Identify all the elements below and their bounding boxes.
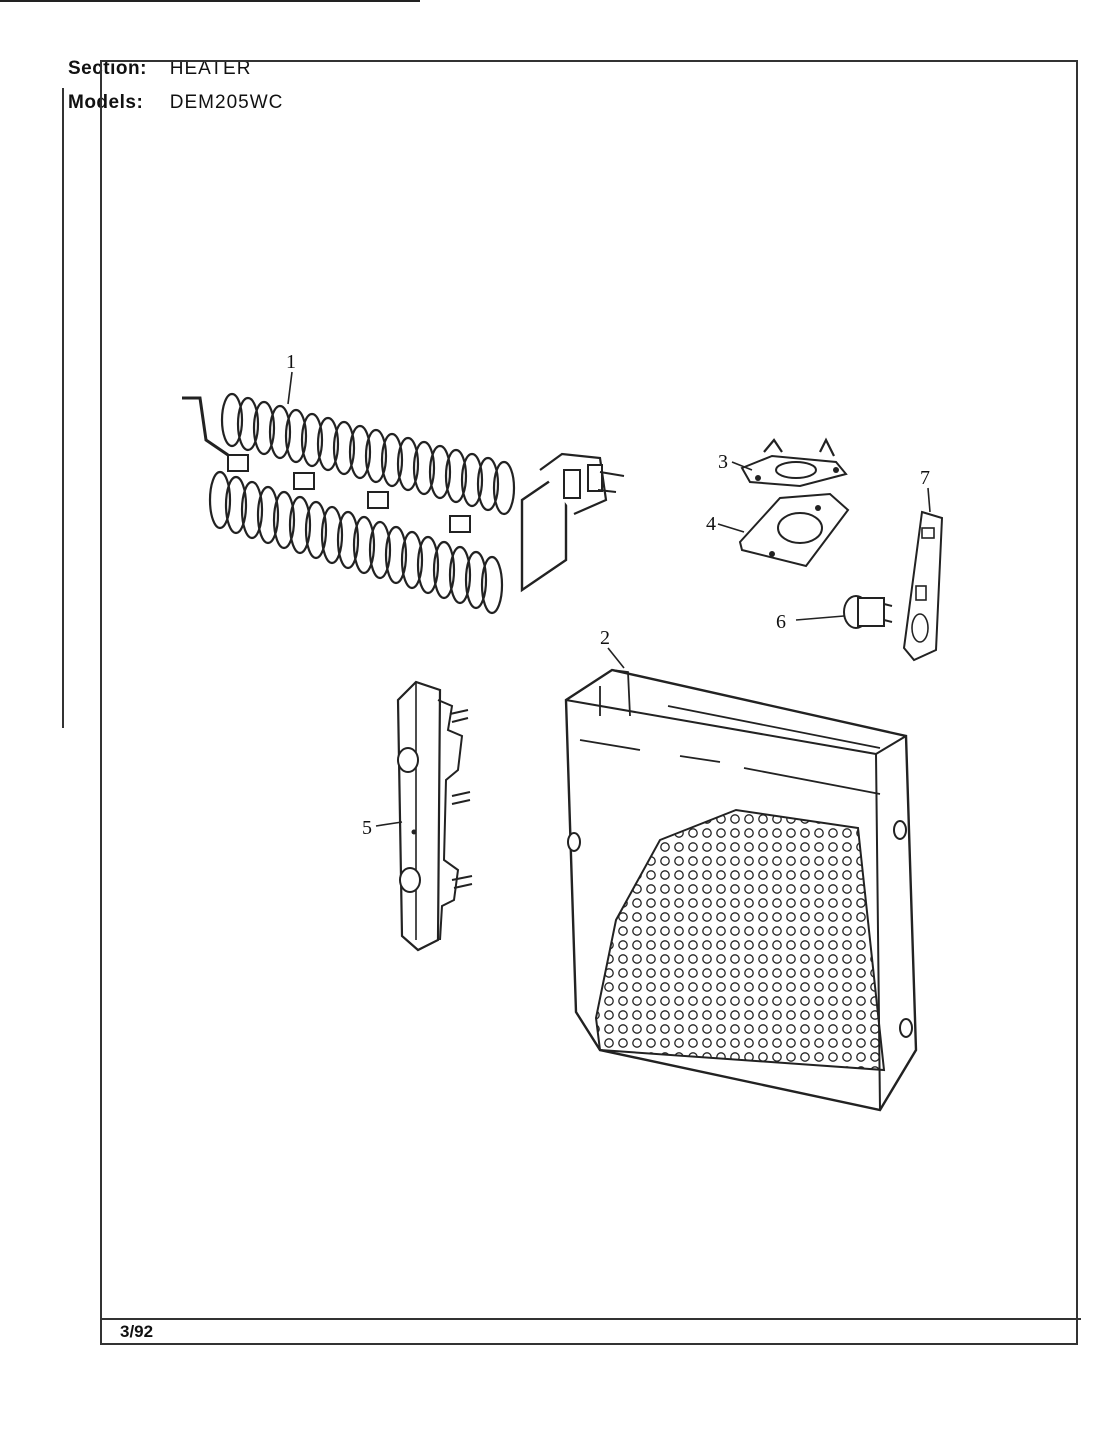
models-header: Models: DEM205WC — [68, 92, 283, 114]
callout-6: 6 — [776, 611, 786, 633]
callout-3: 3 — [718, 451, 728, 473]
section-header: Section: HEATER — [68, 58, 251, 80]
heater-housing — [564, 668, 918, 1112]
callout-4: 4 — [706, 513, 716, 535]
footer-date: 3/92 — [120, 1322, 154, 1341]
frame-left-edge — [62, 88, 64, 728]
models-label: Models: — [68, 92, 144, 113]
callout-leaders — [287, 371, 931, 827]
footer-rule — [100, 1318, 1081, 1320]
callout-1: 1 — [286, 351, 296, 373]
heating-element — [182, 392, 625, 615]
diagram-frame — [100, 60, 1078, 1345]
callout-5: 5 — [362, 817, 372, 839]
thermostat-gasket — [738, 492, 850, 568]
section-value: HEATER — [169, 58, 252, 79]
mounting-bracket — [902, 510, 944, 662]
top-page-rule — [0, 0, 420, 2]
callout-7: 7 — [920, 467, 930, 489]
callout-2: 2 — [600, 627, 610, 649]
thermostat — [740, 437, 848, 488]
hi-limit-thermostat — [843, 595, 893, 629]
terminal-block — [396, 680, 473, 952]
section-label: Section: — [68, 58, 147, 79]
models-value: DEM205WC — [169, 92, 284, 113]
